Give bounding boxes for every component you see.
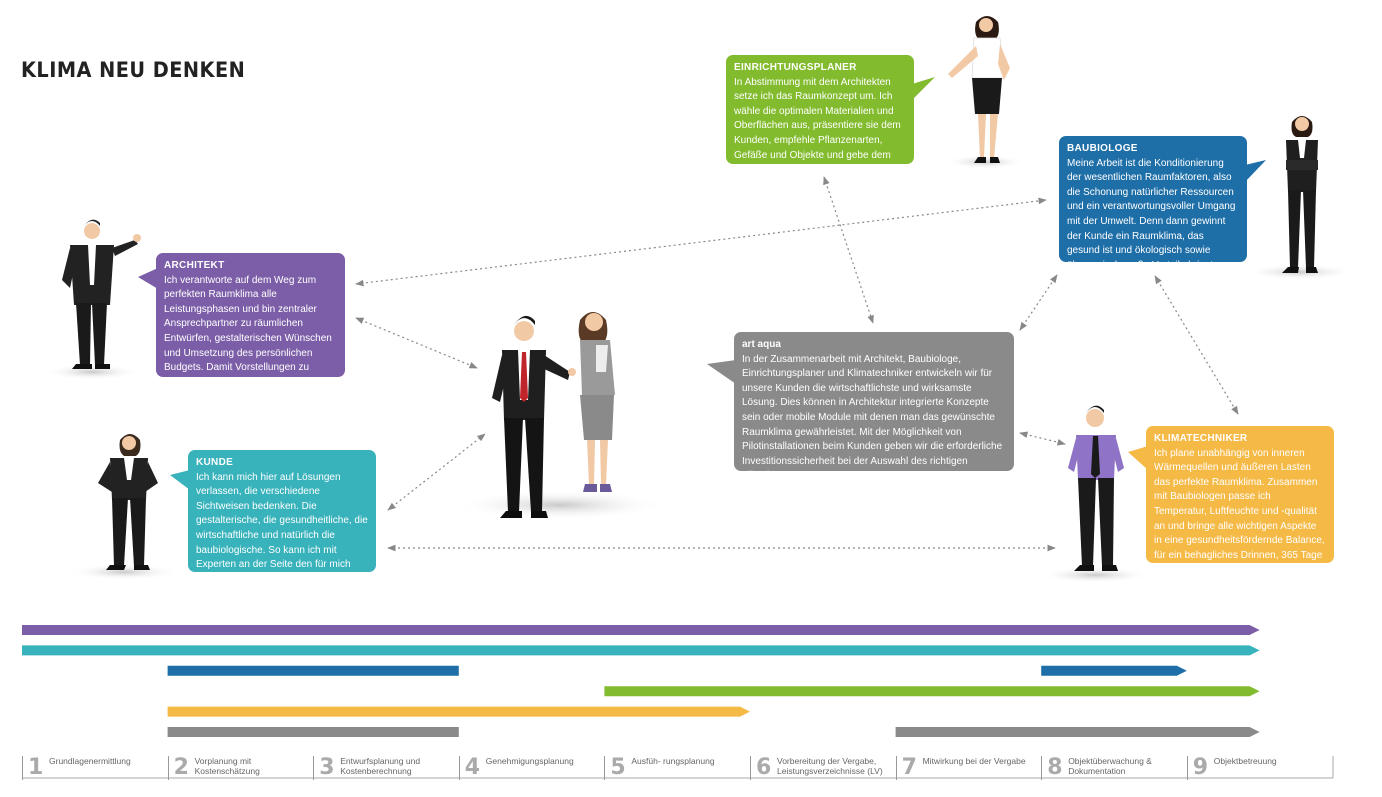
baubiologe-title: BAUBIOLOGE — [1067, 143, 1138, 154]
phase-label: Genehmigungsplanung — [485, 756, 574, 766]
timeline-bar-kunde — [22, 645, 1260, 656]
architekt-text: Ich verantworte auf dem Weg zum perfekte… — [164, 274, 332, 388]
artaqua-title: art aqua — [742, 339, 781, 350]
phase-number: 4 — [464, 755, 481, 780]
timeline-bar-baubiologe — [167, 665, 459, 676]
center-woman-figure — [578, 312, 615, 492]
connector-architekt-center — [355, 317, 478, 369]
architekt-title: ARCHITEKT — [164, 260, 225, 271]
phase-9: 9 Objektbetreuung — [1186, 755, 1333, 780]
kunde-box: KUNDE Ich kann mich hier auf Lösungen ve… — [188, 450, 376, 585]
connector-einrichtungsplaner-artaqua — [823, 176, 874, 324]
baubiologe-text: Meine Arbeit ist die Konditionierung der… — [1067, 157, 1236, 271]
klimatechniker-figure — [1068, 405, 1124, 571]
timeline-bar-architekt — [22, 625, 1260, 635]
baubiologe-figure — [1282, 116, 1318, 273]
connector-architekt-baubiologe — [355, 197, 1047, 287]
shadow-klimatechniker — [1040, 567, 1150, 583]
tail-klimatechniker — [1128, 446, 1148, 470]
phase-label: Objektüberwachung & Dokumentation — [1068, 756, 1152, 776]
phase-number: 3 — [319, 755, 335, 780]
phase-number: 1 — [28, 755, 44, 780]
phase-number: 9 — [1192, 755, 1209, 780]
phase-number: 6 — [756, 755, 772, 780]
klimatechniker-box: KLIMATECHNIKER Ich plane unabhängig von … — [1146, 426, 1334, 575]
timeline-bar-klimatechniker — [167, 706, 751, 717]
timeline-bars — [22, 625, 1260, 737]
tail-kunde — [170, 470, 190, 490]
phase-number: 7 — [901, 755, 917, 780]
phase-label: Objektbetreuung — [1213, 756, 1277, 766]
tail-baubiologe — [1245, 160, 1266, 182]
phase-label: Grundlagenermittlung — [49, 756, 131, 766]
phase-label: Vorbereitung der Vergabe, Leistungsverze… — [777, 756, 883, 776]
page-title: KLIMA NEU DENKEN — [21, 58, 246, 82]
phase-label: Ausfüh- rungsplanung — [631, 756, 715, 766]
kunde-text: Ich kann mich hier auf Lösungen verlasse… — [196, 471, 368, 585]
shadow-center — [455, 490, 665, 520]
phase-7: 7 Mitwirkung bei der Vergabe — [895, 755, 1042, 780]
phase-label: Entwurfsplanung und Kostenberechnung — [340, 756, 421, 776]
artaqua-box: art aqua In der Zusammenarbeit mit Archi… — [734, 332, 1014, 481]
phase-5: 5 Ausfüh- rungsplanung — [604, 756, 750, 780]
baubiologe-box: BAUBIOLOGE Meine Arbeit ist die Konditio… — [1059, 136, 1247, 271]
timeline-bar-baubiologe — [1041, 665, 1187, 676]
shadow-architekt — [44, 364, 140, 380]
phase-label: Vorplanung mit Kostenschätzung — [194, 756, 260, 776]
phase-1: 1 Grundlagenermittlung — [22, 756, 168, 780]
einrichtungsplaner-box: EINRICHTUNGSPLANER In Abstimmung mit dem… — [726, 55, 914, 175]
connector-artaqua-klimatechniker — [1019, 431, 1066, 446]
shadow-baubiologe — [1245, 264, 1355, 280]
timeline-bar-artaqua — [895, 727, 1260, 737]
artaqua-text: In der Zusammenarbeit mit Architekt, Bau… — [742, 353, 1003, 482]
connector-artaqua-baubiologe — [1019, 274, 1058, 331]
kunde-title: KUNDE — [196, 457, 234, 468]
architekt-figure — [62, 219, 141, 369]
einrichtungsplaner-figure — [948, 16, 1010, 163]
phase-4: 4 Genehmigungsplanung — [458, 755, 605, 780]
connector-kunde-center — [387, 433, 486, 511]
einrichtungsplaner-title: EINRICHTUNGSPLANER — [734, 62, 857, 73]
phase-number: 5 — [610, 755, 626, 780]
timeline-bar-einrichtungsplaner — [604, 686, 1260, 697]
architekt-box: ARCHITEKT Ich verantworte auf dem Weg zu… — [156, 253, 345, 388]
phase-number: 2 — [173, 755, 189, 780]
connector-baubiologe-klimatechniker — [1154, 275, 1239, 415]
kunde-figure — [98, 434, 158, 570]
klimatechniker-text: Ich plane unabhängig von inneren Wärmequ… — [1154, 447, 1325, 576]
phase-number: 8 — [1047, 755, 1063, 780]
einrichtungsplaner-text: In Abstimmung mit dem Architekten setze … — [734, 76, 901, 176]
timeline-bar-artaqua — [167, 727, 459, 737]
tail-artaqua — [707, 360, 736, 384]
shadow-kunde — [69, 564, 179, 580]
center-man-figure — [492, 315, 576, 518]
phase-label: Mitwirkung bei der Vergabe — [922, 756, 1026, 766]
tail-architekt — [138, 268, 158, 289]
klimatechniker-title: KLIMATECHNIKER — [1154, 433, 1248, 444]
tail-einrichtungsplaner — [912, 77, 935, 100]
